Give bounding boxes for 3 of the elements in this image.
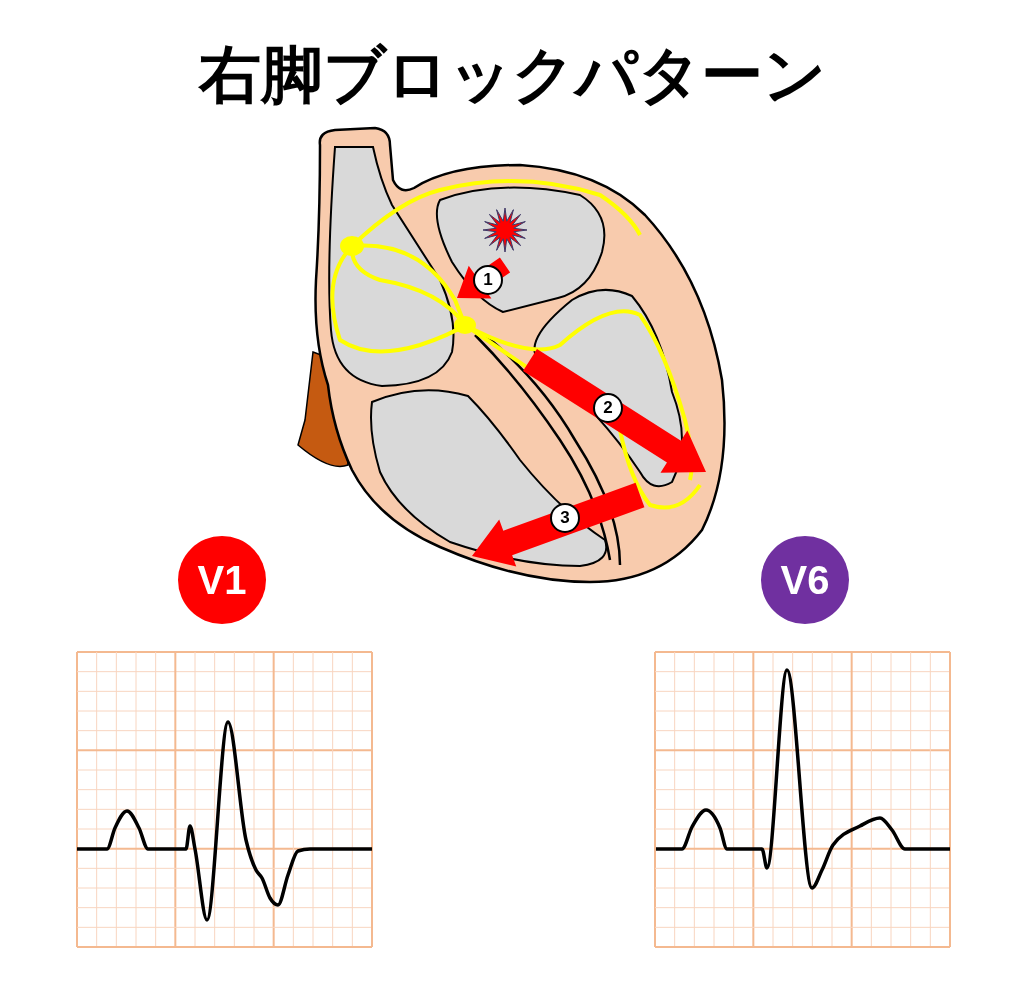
lead-label-circle: V1 [178,536,266,624]
lead-label-circle: V6 [761,536,849,624]
title: 右脚ブロックパターン [198,37,826,113]
